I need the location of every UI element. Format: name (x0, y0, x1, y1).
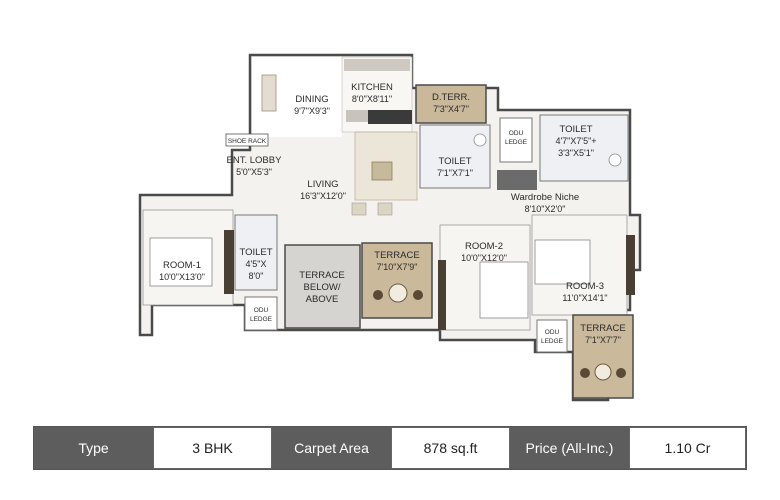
room1-size: 10'0"X13'0" (159, 272, 205, 282)
toilet-center-size: 7'1"X7'1" (437, 168, 473, 178)
toilet-right-label: TOILET (559, 124, 592, 135)
toilet-left-label: TOILET (239, 247, 272, 258)
toilet-left-size2: 8'0" (249, 271, 264, 281)
room2-bed (479, 261, 529, 319)
room1-label: ROOM-1 (163, 260, 201, 271)
terrace-below-line3: ABOVE (306, 294, 339, 305)
room3-label: ROOM-3 (566, 281, 604, 292)
toilet-right-size1: 4'7"X7'5"+ (555, 136, 596, 146)
room3-wardrobe (626, 235, 635, 295)
odu-left-line1: ODU (254, 307, 269, 314)
kitchen-label: KITCHEN (351, 82, 393, 93)
terrace-mid-chair-2 (413, 290, 423, 300)
toilet-left-size1: 4'5"X (246, 259, 267, 269)
d-terr-size: 7'3"X4'7" (433, 104, 469, 114)
price-value-cell: 1.10 Cr (629, 427, 746, 469)
toilet-right-size2: 3'3"X5'1" (558, 148, 594, 158)
room2-size: 10'0"X12'0" (461, 253, 507, 263)
carpet-area-value-cell: 878 sq.ft (391, 427, 510, 469)
terrace-mid-size: 7'10"X7'9" (377, 262, 418, 272)
terrace-mid-area (361, 242, 433, 319)
toilet-right-area (539, 114, 629, 182)
terrace-mid-chair-1 (373, 290, 383, 300)
dining-table (261, 74, 277, 112)
terrace-right-table (594, 363, 612, 381)
room3-size: 11'0"X14'1" (562, 293, 607, 303)
terrace-right-label: TERRACE (580, 323, 625, 334)
room1-headboard (224, 230, 234, 294)
odu-bottom-line1: ODU (545, 329, 560, 336)
wardrobe-niche-bar (497, 170, 537, 190)
terrace-right-chair-2 (616, 368, 626, 378)
price-label-cell: Price (All-Inc.) (510, 427, 629, 469)
living-size: 16'3"X12'0" (300, 191, 346, 201)
type-value-cell: 3 BHK (153, 427, 272, 469)
kitchen-dark-counter (368, 110, 412, 124)
toilet-right-wc (608, 153, 622, 167)
d-terr-area (415, 84, 487, 124)
d-terr-label: D.TERR. (432, 92, 470, 103)
dining-label: DINING (295, 94, 328, 105)
toilet-left-area (234, 214, 278, 291)
room2-label: ROOM-2 (465, 241, 503, 252)
floor-plan: DINING 9'7"X9'3" KITCHEN 8'0"X8'11" D.TE… (138, 53, 642, 402)
terrace-below-line1: TERRACE (299, 270, 344, 281)
type-label-cell: Type (34, 427, 153, 469)
room1-bed (149, 237, 213, 287)
living-label: LIVING (307, 179, 338, 190)
toilet-center-label: TOILET (438, 156, 471, 167)
kitchen-counter (344, 59, 410, 71)
ent-lobby-size: 5'0"X5'3" (236, 167, 272, 177)
wardrobe-label: Wardrobe Niche (511, 192, 579, 203)
odu-bottom-line2: LEDGE (541, 338, 564, 345)
room3-bed (534, 239, 591, 285)
terrace-right-chair-1 (580, 368, 590, 378)
odu-top-line1: ODU (509, 130, 524, 137)
odu-left-line2: LEDGE (250, 316, 273, 323)
living-chair-2 (377, 202, 393, 216)
odu-ledge-left-area (244, 296, 278, 331)
shoe-rack-label: SHOE RACK (228, 138, 267, 145)
carpet-area-label-cell: Carpet Area (272, 427, 391, 469)
living-chair-1 (351, 202, 367, 216)
unit-info-table: Type 3 BHK Carpet Area 878 sq.ft Price (… (33, 426, 747, 470)
odu-top-line2: LEDGE (505, 139, 528, 146)
shoe-rack-box (225, 133, 269, 147)
terrace-right-area (572, 314, 634, 399)
room2-wardrobe (438, 260, 446, 330)
coffee-table (371, 161, 393, 181)
terrace-mid-table (388, 283, 408, 303)
terrace-right-size: 7'1"X7'7" (585, 335, 621, 345)
kitchen-size: 8'0"X8'11" (352, 94, 392, 104)
terrace-below-line2: BELOW/ (304, 282, 341, 293)
terrace-mid-label: TERRACE (374, 250, 419, 261)
odu-ledge-top-area (499, 117, 533, 163)
odu-ledge-bottom-area (536, 319, 568, 353)
wardrobe-size: 8'10"X2'0" (525, 204, 566, 214)
dining-size: 9'7"X9'3" (294, 106, 330, 116)
terrace-below-area (284, 244, 361, 329)
toilet-center-wc (473, 133, 487, 147)
ent-lobby-label: ENT. LOBBY (227, 155, 283, 166)
